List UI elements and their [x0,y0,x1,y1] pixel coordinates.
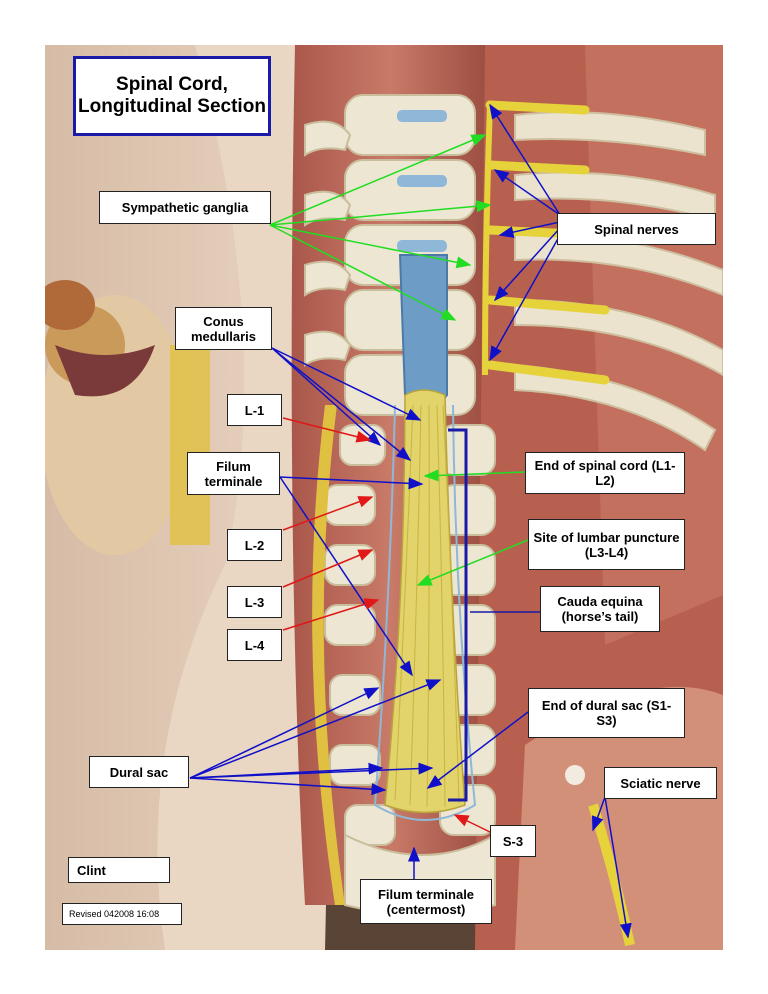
label-spinal-nerves: Spinal nerves [557,213,716,245]
anatomy-photo [45,45,723,950]
revision-stamp: Revised 042008 16:08 [62,903,182,925]
label-lumbar-puncture: Site of lumbar puncture (L3-L4) [528,519,685,570]
page-title: Spinal Cord, Longitudinal Section [73,56,271,136]
label-filum-terminale-centermost: Filum terminale (centermost) [360,879,492,924]
label-l4: L-4 [227,629,282,661]
label-clint: Clint [68,857,170,883]
label-sympathetic-ganglia: Sympathetic ganglia [99,191,271,224]
spine-model-illustration [45,45,723,950]
label-sciatic-nerve: Sciatic nerve [604,767,717,799]
label-s3: S-3 [490,825,536,857]
label-end-of-spinal-cord: End of spinal cord (L1-L2) [525,452,685,494]
label-conus-medullaris: Conus medullaris [175,307,272,350]
label-l3: L-3 [227,586,282,618]
label-l2: L-2 [227,529,282,561]
label-end-of-dural-sac: End of dural sac (S1-S3) [528,688,685,738]
label-filum-terminale: Filum terminale [187,452,280,495]
label-dural-sac: Dural sac [89,756,189,788]
label-l1: L-1 [227,394,282,426]
label-cauda-equina: Cauda equina (horse’s tail) [540,586,660,632]
